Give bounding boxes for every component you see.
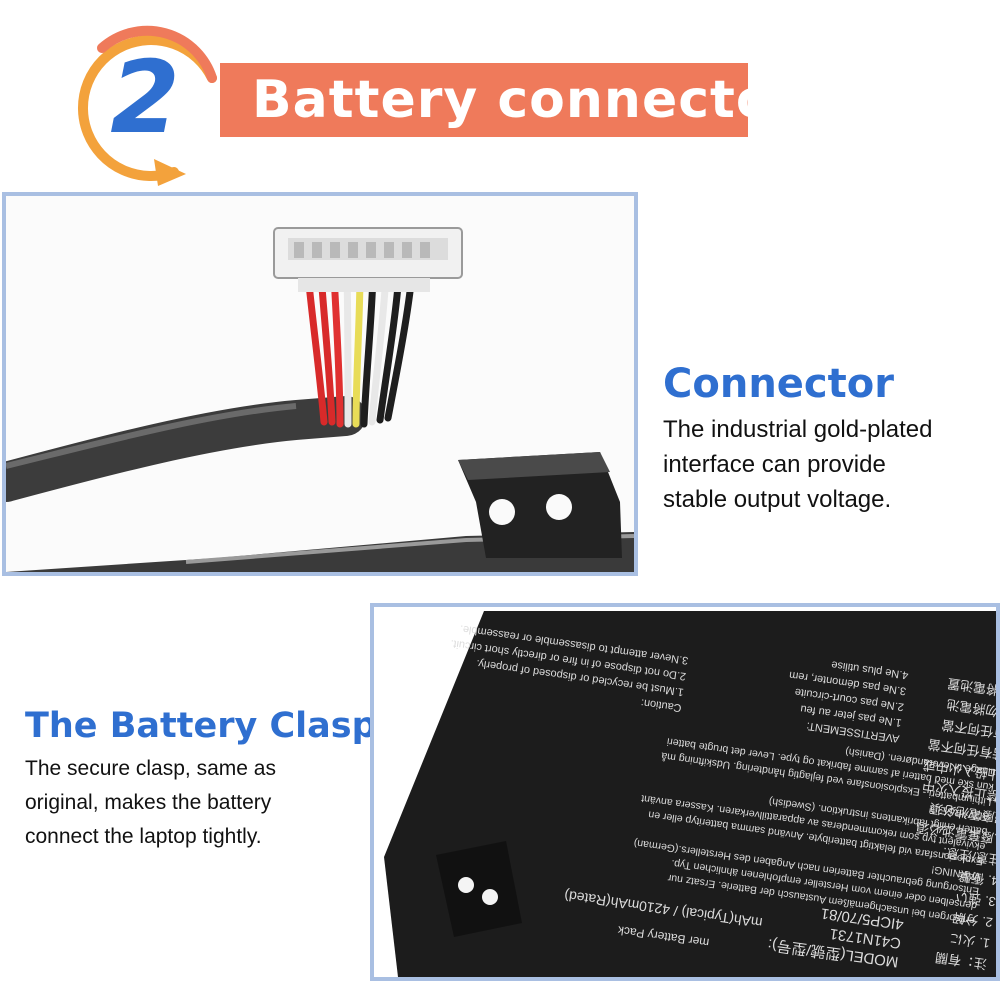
clasp-description-line: The secure clasp, same as [25,757,276,780]
clasp-description: The secure clasp, same as original, make… [25,752,355,854]
circular-arrow-icon [77,25,217,186]
connector-description-line: interface can provide [663,451,886,478]
battery-body [384,611,996,977]
connector-photo [2,192,638,576]
label-cjk-line: 2. 分解 [952,910,994,930]
label-cjk-line: 注意/注意: [942,845,996,868]
connector-description-line: The industrial gold-plated [663,416,933,443]
connector-illustration [6,227,634,572]
label-cjk-line: 注：有關 [934,950,988,972]
page-title: Battery connector [252,70,800,130]
connector-heading: Connector [663,361,894,407]
connector-description: The industrial gold-plated interface can… [663,412,993,517]
clasp-tab [436,841,522,937]
clasp-tab [458,452,622,558]
header-banner [220,63,748,137]
clasp-heading: The Battery Clasp [25,706,377,746]
connector-plug [273,227,463,292]
label-cjk-line: 3. 強い [954,889,996,909]
clasp-description-line: connect the laptop tightly. [25,825,262,848]
battery-label-illustration: 注：有關1. 火に2. 分解3. 強い4. 衝撃注意/注意:1.廢棄電池必須報廢… [384,611,996,977]
label-caution-line: Caution: [640,696,682,714]
label-cjk-line: 4. 衝撃 [957,868,996,888]
connector-description-line: stable output voltage. [663,486,892,513]
label-cjk-line: 1. 火に [949,930,991,950]
clasp-description-line: original, makes the battery [25,791,272,814]
step-number: 2 [110,39,180,156]
